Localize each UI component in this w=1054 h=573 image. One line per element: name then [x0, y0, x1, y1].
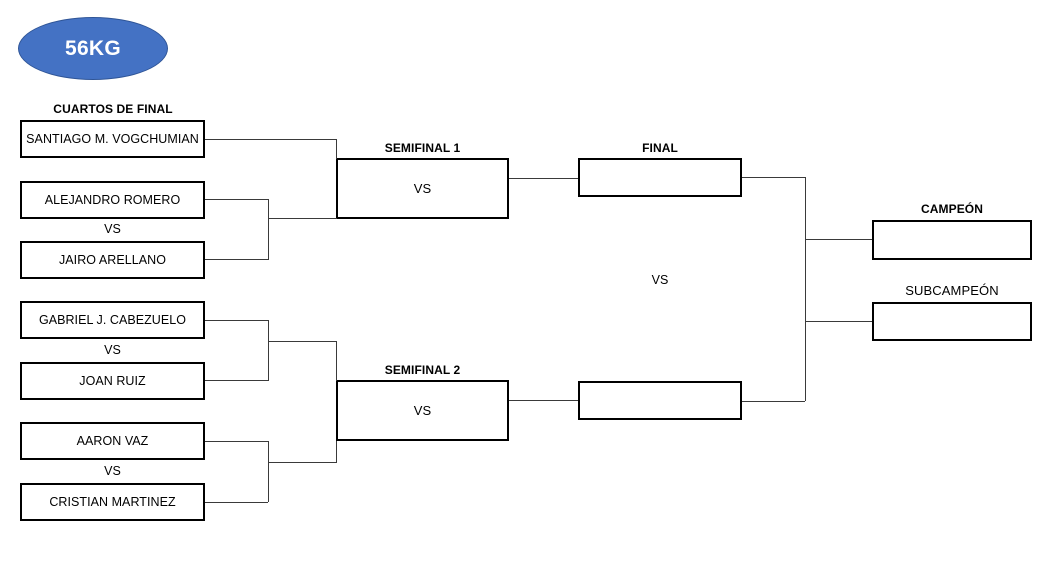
round-heading-quarterfinals: CUARTOS DE FINAL	[53, 102, 173, 116]
quarterfinal-slot-4[interactable]: GABRIEL J. CABEZUELO	[20, 301, 205, 339]
champion-box[interactable]	[872, 220, 1032, 260]
round-heading-champion: CAMPEÓN	[920, 202, 984, 216]
round-heading-semifinal-1: SEMIFINAL 1	[384, 141, 461, 155]
connector-line	[268, 341, 337, 342]
quarterfinal-slot-3[interactable]: JAIRO ARELLANO	[20, 241, 205, 279]
quarterfinal-slot-6[interactable]: AARON VAZ	[20, 422, 205, 460]
connector-line	[205, 259, 268, 260]
connector-line	[509, 400, 578, 401]
connector-line	[268, 441, 269, 502]
connector-line	[336, 441, 337, 463]
connector-line	[205, 139, 337, 140]
quarterfinal-slot-1[interactable]: SANTIAGO M. VOGCHUMIAN	[20, 120, 205, 158]
quarterfinal-slot-7[interactable]: CRISTIAN MARTINEZ	[20, 483, 205, 521]
connector-line	[268, 199, 269, 260]
semifinal-2-content: VS	[413, 403, 432, 418]
weight-class-label: 56KG	[64, 36, 122, 60]
final-slot-bottom[interactable]	[578, 381, 742, 420]
semifinal-1-content: VS	[413, 181, 432, 196]
connector-line	[742, 401, 805, 402]
connector-line	[268, 218, 337, 219]
connector-line	[805, 177, 806, 401]
weight-class-badge: 56KG	[18, 17, 168, 80]
competitor-name: GABRIEL J. CABEZUELO	[38, 313, 187, 327]
vs-separator-3: VS	[104, 464, 121, 478]
competitor-name: JOAN RUIZ	[79, 374, 146, 388]
runner-up-box[interactable]	[872, 302, 1032, 341]
competitor-name: AARON VAZ	[76, 434, 149, 448]
vs-separator-1: VS	[104, 222, 121, 236]
connector-line	[509, 178, 578, 179]
connector-line	[742, 177, 805, 178]
connector-line	[205, 502, 268, 503]
quarterfinal-slot-2[interactable]: ALEJANDRO ROMERO	[20, 181, 205, 219]
connector-line	[805, 239, 872, 240]
round-heading-runner-up: SUBCAMPEÓN	[905, 283, 999, 298]
connector-line	[336, 341, 337, 381]
competitor-name: JAIRO ARELLANO	[59, 253, 166, 267]
connector-line	[268, 320, 269, 381]
connector-line	[205, 380, 268, 381]
final-slot-top[interactable]	[578, 158, 742, 197]
connector-line	[336, 139, 337, 159]
connector-line	[205, 441, 268, 442]
connector-line	[805, 321, 872, 322]
semifinal-1-box[interactable]: VS	[336, 158, 509, 219]
vs-separator-2: VS	[104, 343, 121, 357]
connector-line	[205, 320, 268, 321]
semifinal-2-box[interactable]: VS	[336, 380, 509, 441]
competitor-name: SANTIAGO M. VOGCHUMIAN	[26, 132, 199, 146]
quarterfinal-slot-5[interactable]: JOAN RUIZ	[20, 362, 205, 400]
round-heading-final: FINAL	[642, 141, 678, 155]
competitor-name: ALEJANDRO ROMERO	[44, 193, 181, 207]
connector-line	[205, 199, 268, 200]
connector-line	[268, 462, 337, 463]
round-heading-semifinal-2: SEMIFINAL 2	[384, 363, 461, 377]
competitor-name: CRISTIAN MARTINEZ	[49, 495, 176, 509]
final-vs-separator: VS	[651, 273, 669, 287]
